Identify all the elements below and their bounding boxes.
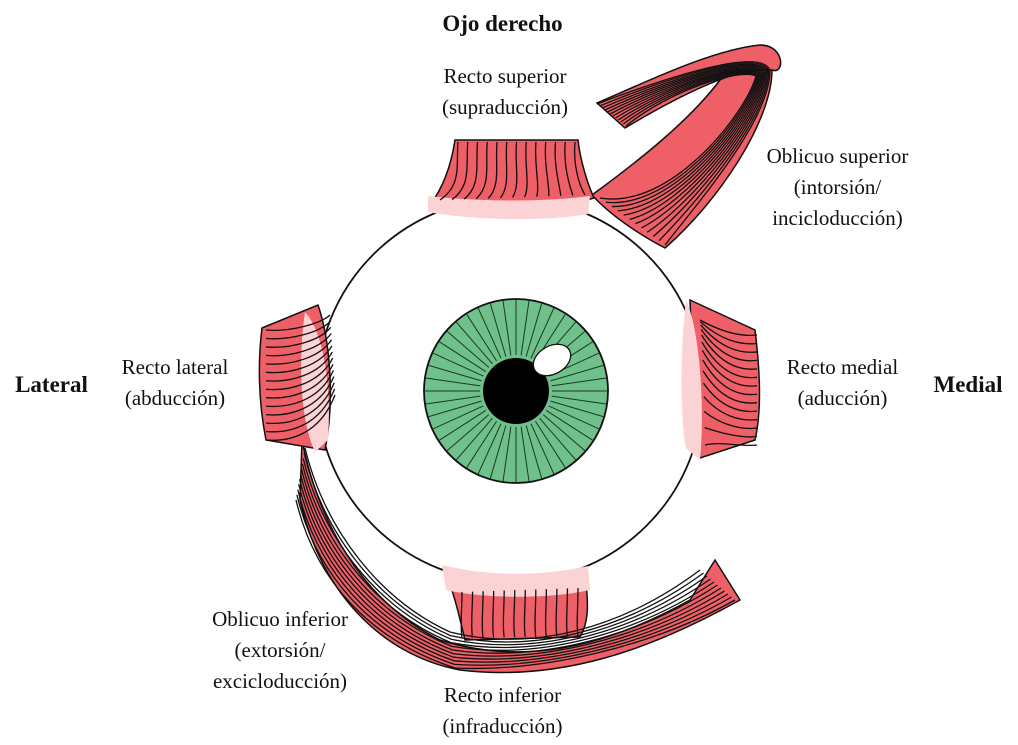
pupil-highlight xyxy=(532,343,572,377)
superior-oblique-name: Oblicuo superior xyxy=(766,144,909,168)
superior-oblique-striations xyxy=(596,61,771,246)
pupil xyxy=(483,358,549,424)
superior-rectus-action: (supraducción) xyxy=(442,95,568,119)
inferior-oblique-name: Oblicuo inferior xyxy=(212,607,348,631)
lateral-rectus-action: (abducción) xyxy=(124,386,226,410)
medial-rectus-name: Recto medial xyxy=(786,355,899,379)
superior-rectus-striations xyxy=(439,141,586,201)
iris-striations xyxy=(425,300,607,482)
inferior-oblique-action-1: (extorsión/ xyxy=(234,638,326,662)
side-label-lateral: Lateral xyxy=(15,372,88,397)
inferior-oblique-action-2: excicloducción) xyxy=(212,669,348,693)
inferior-rectus-striations xyxy=(460,587,579,639)
superior-oblique-action-1: (intorsión/ xyxy=(793,175,882,199)
label-medial-rectus: Recto medial (aducción) xyxy=(760,352,925,414)
diagram-title: Ojo derecho xyxy=(442,11,563,36)
medial-rectus-striations xyxy=(699,319,758,447)
superior-rectus-name: Recto superior xyxy=(443,64,567,88)
label-inferior-rectus: Recto inferior (infraducción) xyxy=(400,680,605,742)
lateral-rectus-striations xyxy=(265,314,336,441)
inferior-oblique-striations xyxy=(295,447,736,670)
superior-oblique-action-2: incicloducción) xyxy=(772,206,903,230)
lateral-rectus-name: Recto lateral xyxy=(121,355,229,379)
inferior-rectus-insertion xyxy=(442,565,590,597)
medial-rectus-action: (aducción) xyxy=(797,386,888,410)
label-lateral-rectus: Recto lateral (abducción) xyxy=(95,352,255,414)
label-superior-rectus: Recto superior (supraducción) xyxy=(400,61,610,123)
label-superior-oblique: Oblicuo superior (intorsión/ incicloducc… xyxy=(725,141,950,234)
label-inferior-oblique: Oblicuo inferior (extorsión/ excicloducc… xyxy=(180,604,380,697)
medial-rectus-insertion xyxy=(681,300,702,460)
inferior-rectus-name: Recto inferior xyxy=(443,683,562,707)
side-label-medial: Medial xyxy=(933,372,1003,397)
superior-rectus-insertion xyxy=(428,196,590,220)
inferior-rectus-action: (infraducción) xyxy=(442,714,563,738)
